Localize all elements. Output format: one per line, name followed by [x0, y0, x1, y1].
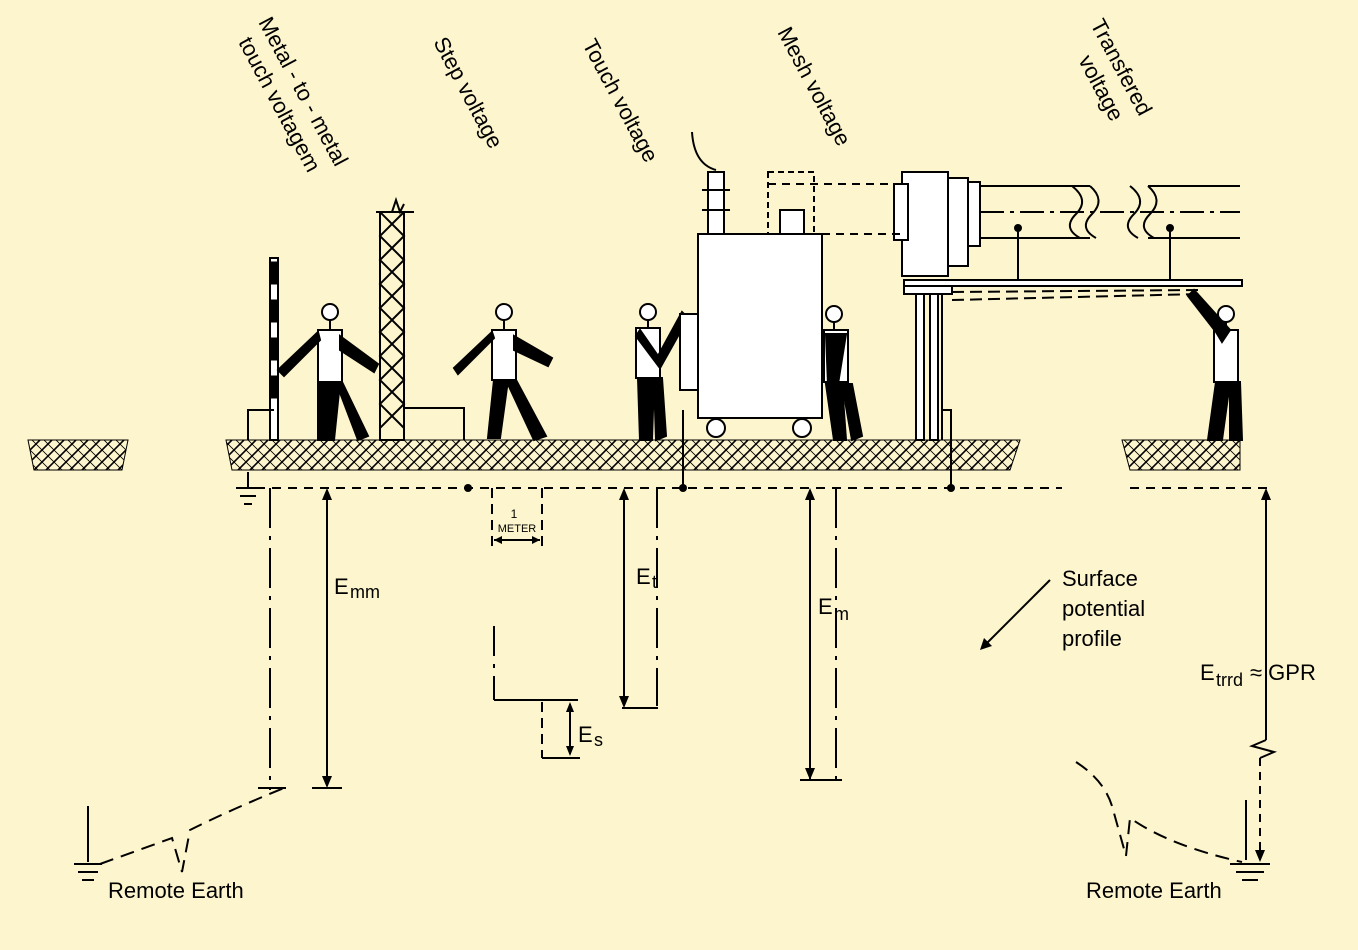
lattice-tower [376, 196, 465, 441]
ground-symbol-remote-right [1230, 863, 1270, 881]
label-meter-number: 1 [511, 507, 518, 521]
label-em-sub: m [834, 604, 849, 624]
switchgear-structure [768, 171, 1243, 488]
person-transferred [1186, 288, 1244, 441]
header-touch-voltage: Touch voltage [578, 35, 664, 167]
label-surface-potential-profile: Surface potential profile [1062, 566, 1145, 651]
label-emm: E mm [334, 574, 380, 602]
label-et-sub: t [652, 572, 657, 592]
dimension-arrowheads [322, 488, 1271, 862]
ground-soil [27, 439, 1241, 471]
person-touch [634, 303, 690, 442]
label-remote-earth-right: Remote Earth [1086, 878, 1222, 903]
label-surface-line3: profile [1062, 626, 1122, 651]
person-mesh [823, 305, 864, 442]
soil-strip-left [27, 439, 129, 471]
label-etrrd-main: E [1200, 660, 1215, 685]
metal-pole [247, 257, 279, 441]
remote-earth-curves [99, 761, 1243, 873]
label-etrrd-sub: trrd [1216, 670, 1243, 690]
header-transfered-voltage: Transfered voltage [1074, 15, 1158, 125]
person-step [452, 303, 554, 442]
potential-profile [258, 488, 1278, 860]
label-etrrd-tail: ≈ GPR [1250, 660, 1316, 685]
label-surface-line1: Surface [1062, 566, 1138, 591]
ground-symbol-remote-left [74, 806, 102, 881]
ground-symbol-top-left [236, 472, 260, 505]
grid-connection-dots [464, 484, 955, 492]
label-et: E t [636, 564, 657, 592]
label-em: E m [818, 594, 849, 624]
label-remote-earth-left: Remote Earth [108, 878, 244, 903]
label-meter-word: METER [498, 523, 537, 535]
label-es: E s [578, 722, 603, 750]
person-metal-touch [276, 303, 380, 442]
label-es-main: E [578, 722, 593, 747]
header-metal-to-metal: Metal - to - metal touch voltagem [234, 13, 354, 176]
label-surface-line2: potential [1062, 596, 1145, 621]
label-et-main: E [636, 564, 651, 589]
header-step-voltage: Step voltage [429, 33, 508, 153]
label-emm-main: E [334, 574, 349, 599]
label-emm-sub: mm [350, 582, 380, 602]
header-mesh-voltage: Mesh voltage [773, 23, 857, 150]
label-es-sub: s [594, 730, 603, 750]
soil-strip-right [1121, 439, 1241, 471]
label-etrrd: E trrd ≈ GPR [1200, 660, 1316, 690]
label-em-main: E [818, 594, 833, 619]
soil-strip-main [225, 439, 1021, 471]
label-meter: 1 METER [498, 507, 537, 535]
transformer [679, 131, 823, 488]
